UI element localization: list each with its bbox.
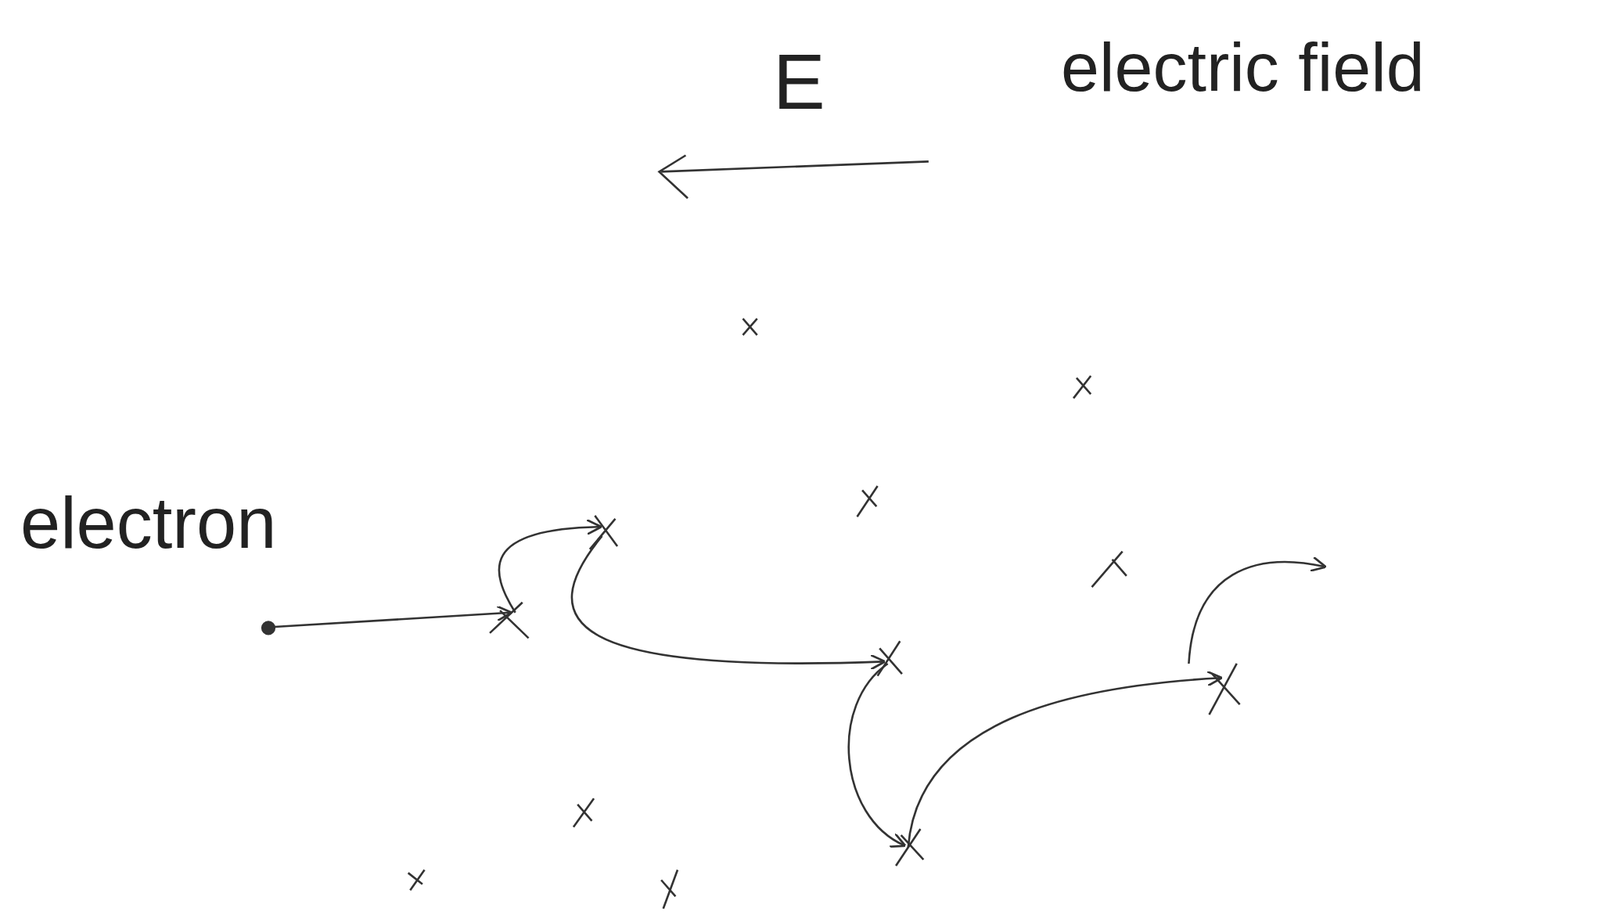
electron-dot	[262, 622, 275, 635]
electron-path	[262, 526, 1325, 848]
lattice-ions	[408, 318, 1241, 909]
field-symbol: E	[773, 42, 826, 121]
particle-label: electron	[20, 486, 277, 559]
field-label: electric field	[1060, 32, 1425, 102]
field-arrow	[659, 154, 929, 198]
